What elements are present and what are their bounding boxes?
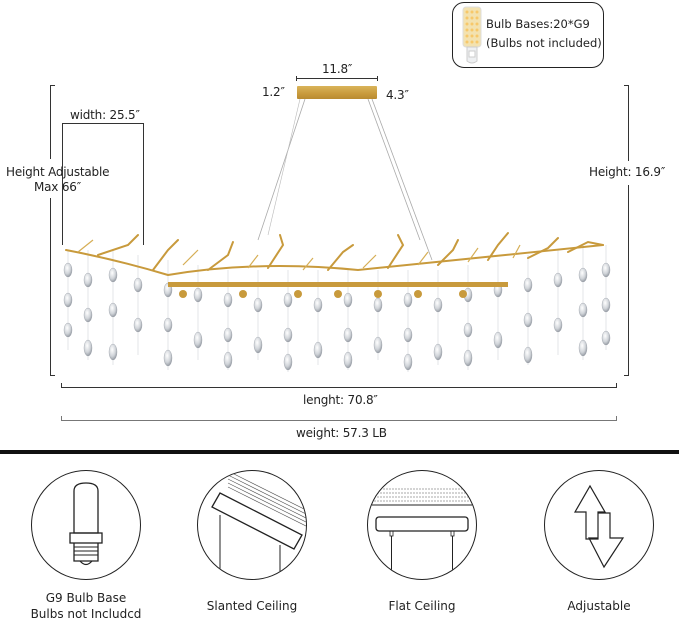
height-adjustable-label: Height Adjustable	[6, 165, 110, 179]
height-adjustable-max-label: Max 66″	[34, 180, 81, 194]
bulbs-not-included-label: Bulbs not Includcd	[30, 607, 142, 621]
bulbs-not-included-text: (Bulbs not included)	[486, 36, 602, 50]
canopy-height-label: 1.2″	[262, 85, 285, 99]
height-label: Height: 16.9″	[589, 165, 666, 179]
adjustable-label: Adjustable	[567, 599, 631, 613]
feature-adjustable: Adjustable	[529, 470, 669, 614]
section-divider	[0, 450, 679, 454]
width-label: width: 25.5″	[70, 108, 140, 122]
g9-led-bulb-icon	[462, 6, 482, 64]
g9-bulb-label: G9 Bulb Base	[45, 591, 127, 605]
slanted-ceiling-label: Slanted Ceiling	[206, 599, 298, 613]
flat-ceiling-icon	[367, 470, 477, 580]
ceiling-canopy	[297, 86, 377, 99]
length-label: lenght: 70.8″	[303, 393, 378, 407]
bulb-info-box: Bulb Bases:20*G9 (Bulbs not included)	[452, 2, 604, 68]
flat-ceiling-label: Flat Ceiling	[388, 599, 456, 613]
feature-slanted-ceiling: Slanted Ceiling	[182, 470, 322, 614]
feature-flat-ceiling: Flat Ceiling	[352, 470, 492, 614]
bulb-bases-text: Bulb Bases:20*G9	[486, 17, 590, 31]
weight-label: weight: 57.3 LB	[296, 426, 387, 440]
adjustable-arrows-icon	[544, 470, 654, 580]
slanted-ceiling-icon	[197, 470, 307, 580]
suspension-wires	[257, 98, 433, 261]
canopy-depth-label: 4.3″	[386, 88, 409, 102]
canopy-width-label: 11.8″	[322, 62, 353, 76]
feature-g9-bulb: G9 Bulb Base Bulbs not Includcd	[16, 470, 156, 622]
g9-bulb-icon	[31, 470, 141, 580]
chandelier-image	[63, 232, 611, 372]
